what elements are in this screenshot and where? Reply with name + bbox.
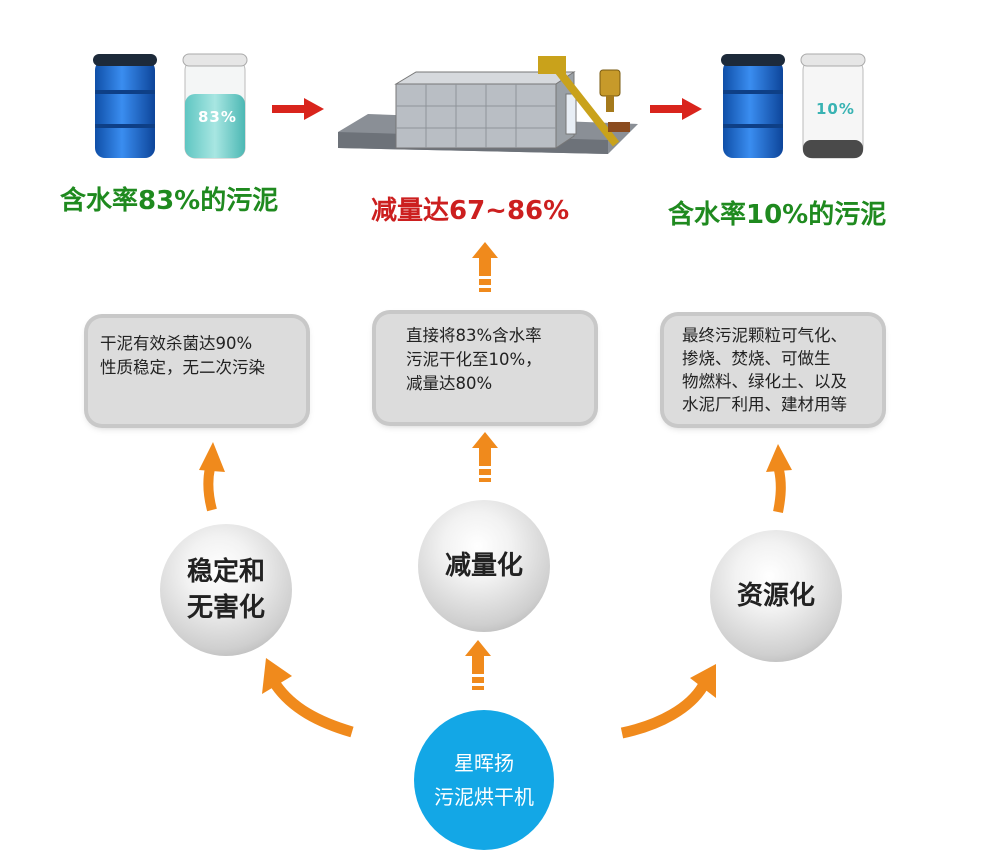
core-sludge-dryer: 星晖扬 污泥烘干机 <box>414 710 554 850</box>
core-label-brand: 星晖扬 <box>454 751 514 775</box>
caption-reduction: 减量达67~86% <box>371 196 570 226</box>
box-line: 性质稳定，无二次污染 <box>100 358 265 377</box>
barrel-label-83: 83% <box>198 108 237 126</box>
ball-label: 稳定和 <box>186 557 265 587</box>
box-line: 掺烧、焚烧、可做生 <box>682 349 831 368</box>
box-line: 减量达80% <box>406 374 493 393</box>
ball-resource: 资源化 <box>710 530 842 662</box>
caption-10-sludge: 含水率10%的污泥 <box>668 200 887 230</box>
curved-arrow-icon <box>203 466 217 512</box>
ball-stabilization: 稳定和 无害化 <box>160 524 292 656</box>
white-barrel-icon <box>800 53 866 159</box>
caption-83-sludge: 含水率83%的污泥 <box>60 186 279 216</box>
box-line: 直接将83%含水率 <box>406 326 542 345</box>
ball-label: 资源化 <box>736 581 815 611</box>
red-arrow-icon <box>272 98 324 120</box>
arrow-up-icon <box>465 640 491 690</box>
sludge-dryer-machine-icon <box>338 56 638 154</box>
arrow-up-icon <box>472 242 498 292</box>
curved-arrow-icon <box>271 681 354 738</box>
ball-reduction: 减量化 <box>418 500 550 632</box>
box-line: 最终污泥颗粒可气化、 <box>682 326 847 345</box>
blue-barrel-icon <box>721 54 785 158</box>
arrow-up-icon <box>472 432 498 482</box>
info-box-drying: 直接将83%含水率 污泥干化至10%， 减量达80% <box>376 314 594 422</box>
curved-arrow-icon <box>773 468 786 513</box>
ball-label: 无害化 <box>186 593 265 623</box>
curved-arrow-icon <box>620 682 708 739</box>
box-line: 干泥有效杀菌达90% <box>100 334 253 353</box>
info-box-resource-use: 最终污泥颗粒可气化、 掺烧、焚烧、可做生 物燃料、绿化土、以及 水泥厂利用、建材… <box>664 316 882 424</box>
barrel-label-10: 10% <box>816 100 855 118</box>
ball-label: 减量化 <box>444 551 523 581</box>
info-box-sterilization: 干泥有效杀菌达90% 性质稳定，无二次污染 <box>88 318 306 424</box>
red-arrow-icon <box>650 98 702 120</box>
white-barrel-icon <box>182 53 248 159</box>
core-label-product: 污泥烘干机 <box>434 785 534 809</box>
box-line: 水泥厂利用、建材用等 <box>682 395 847 414</box>
box-line: 物燃料、绿化土、以及 <box>682 372 847 391</box>
blue-barrel-icon <box>93 54 157 158</box>
box-line: 污泥干化至10%， <box>406 350 542 369</box>
